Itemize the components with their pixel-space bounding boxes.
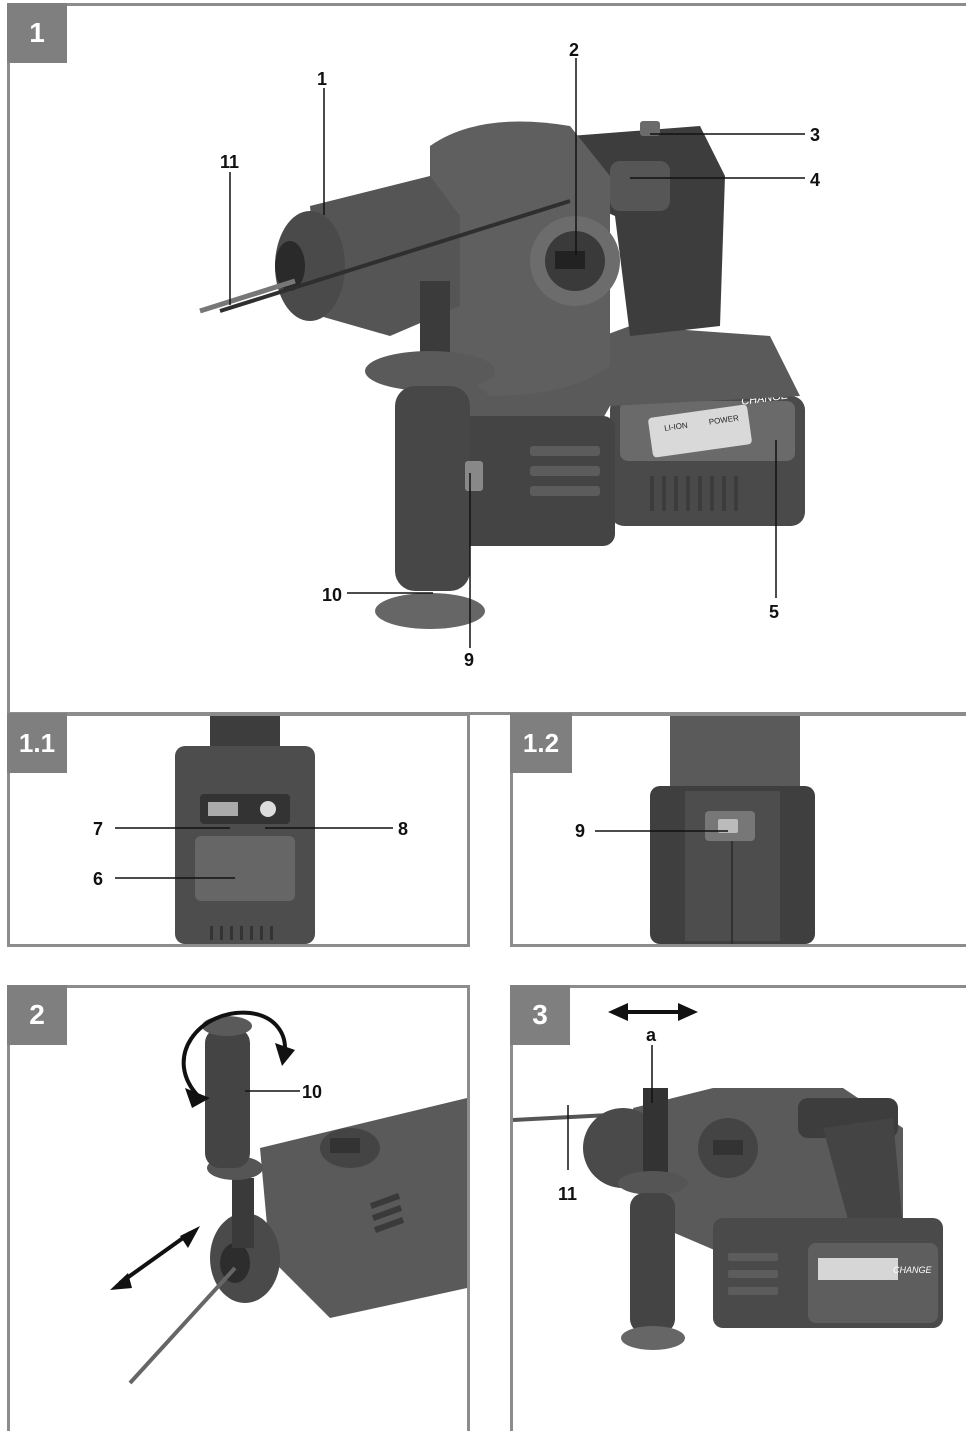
rotate-arrow <box>181 1010 287 1100</box>
figure-1-1-tab: 1.1 <box>7 713 67 773</box>
aux-handle-mounting-photo <box>110 1010 467 1385</box>
depth-stop-photo: CHANGE <box>513 1003 943 1350</box>
figure-3-tab: 3 <box>510 985 570 1045</box>
battery-label-liion: LI-ION <box>664 421 689 433</box>
callout-a: a <box>646 1025 657 1045</box>
led-indicator-photo <box>650 716 815 944</box>
figure-1-tab: 1 <box>7 3 67 63</box>
callout-1: 1 <box>317 69 328 89</box>
callout-11b: 11 <box>558 1184 578 1204</box>
callout-9: 9 <box>464 650 475 670</box>
callout-5: 5 <box>769 602 780 622</box>
battery-gauge-photo <box>175 716 315 944</box>
figure-2-tab: 2 <box>7 985 67 1045</box>
battery-label-power: POWER <box>708 413 739 426</box>
drill-bit <box>199 278 296 314</box>
callout-6: 6 <box>93 869 104 889</box>
callout-11: 11 <box>220 152 240 172</box>
slide-arrow <box>118 1231 192 1285</box>
callout-10: 10 <box>322 585 343 605</box>
auxiliary-handle-2 <box>205 1028 250 1168</box>
auxiliary-handle-3 <box>630 1193 675 1333</box>
callout-4: 4 <box>810 170 821 190</box>
callout-10b: 10 <box>302 1082 323 1102</box>
figure-1-2-tab: 1.2 <box>510 713 572 773</box>
callout-8: 8 <box>398 819 409 839</box>
auxiliary-handle <box>395 386 470 591</box>
battery-release-button <box>195 836 295 901</box>
led-light <box>718 819 738 833</box>
callout-2: 2 <box>569 40 580 60</box>
depth-gauge <box>219 199 571 313</box>
callout-7: 7 <box>93 819 104 839</box>
hammer-drill-photo: LI-ION POWER CHANGE <box>199 121 805 629</box>
chuck <box>275 211 345 321</box>
battery-label-change-2: CHANGE <box>893 1265 933 1275</box>
callout-3: 3 <box>810 125 821 145</box>
callout-9b: 9 <box>575 821 586 841</box>
